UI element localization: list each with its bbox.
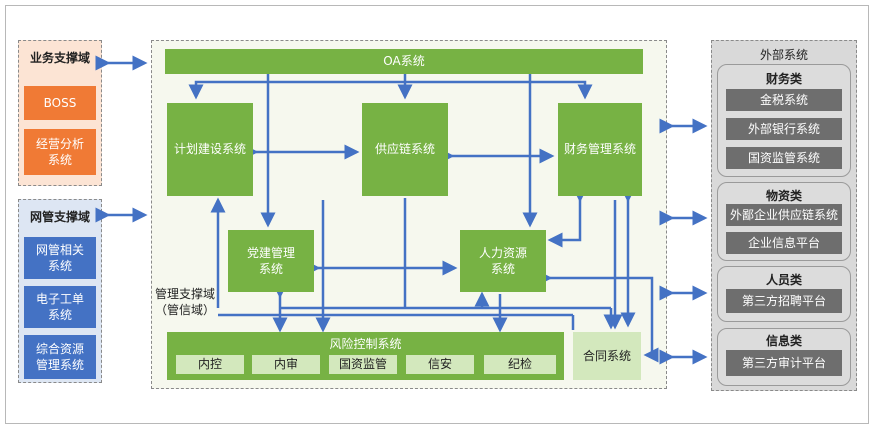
- supply-chain-system[interactable]: 供应链系统: [362, 103, 448, 196]
- risk-item-info-security[interactable]: 信安: [406, 355, 474, 374]
- third-party-recruitment-platform[interactable]: 第三方招聘平台: [726, 289, 842, 313]
- finance-management-system[interactable]: 财务管理系统: [558, 103, 642, 196]
- materials-category-title: 物资类: [765, 189, 802, 203]
- external-supply-chain-system[interactable]: 外鄙企业供应链系统: [726, 204, 842, 226]
- state-asset-supervision-system[interactable]: 国资监管系统: [726, 147, 842, 169]
- risk-item-discipline[interactable]: 纪检: [484, 355, 556, 374]
- golden-tax-system[interactable]: 金税系统: [726, 89, 842, 111]
- party-building-system[interactable]: 党建管理 系统: [228, 230, 314, 292]
- e-ticket-system[interactable]: 电子工单 系统: [24, 286, 96, 328]
- network-domain-title: 网管支撑域: [29, 210, 90, 224]
- third-party-audit-platform[interactable]: 第三方审计平台: [726, 350, 842, 376]
- risk-control-title: 风险控制系统: [329, 337, 402, 351]
- management-domain-label: 管理支撑域 （管信域）: [154, 287, 215, 318]
- external-bank-system[interactable]: 外部银行系统: [726, 118, 842, 140]
- personnel-category-title: 人员类: [765, 273, 802, 287]
- information-category-title: 信息类: [765, 334, 802, 348]
- finance-category-title: 财务类: [765, 72, 802, 86]
- hr-system[interactable]: 人力资源 系统: [460, 230, 546, 292]
- business-domain-title: 业务支撑域: [29, 51, 90, 65]
- contract-system[interactable]: 合同系统: [573, 332, 641, 380]
- risk-item-internal-control[interactable]: 内控: [176, 355, 244, 374]
- network-related-system[interactable]: 网管相关 系统: [24, 237, 96, 279]
- risk-item-state-asset[interactable]: 国资监管: [329, 355, 397, 374]
- oa-system[interactable]: OA系统: [165, 49, 643, 74]
- risk-item-internal-audit[interactable]: 内审: [252, 355, 320, 374]
- outer-frame: [5, 5, 869, 424]
- planning-construction-system[interactable]: 计划建设系统: [167, 103, 253, 196]
- resource-management-system[interactable]: 综合资源 管理系统: [24, 335, 96, 379]
- enterprise-info-platform[interactable]: 企业信息平台: [726, 232, 842, 254]
- external-title: 外部系统: [759, 48, 808, 62]
- business-analysis-system[interactable]: 经营分析 系统: [24, 129, 96, 175]
- boss-system[interactable]: BOSS: [24, 86, 96, 120]
